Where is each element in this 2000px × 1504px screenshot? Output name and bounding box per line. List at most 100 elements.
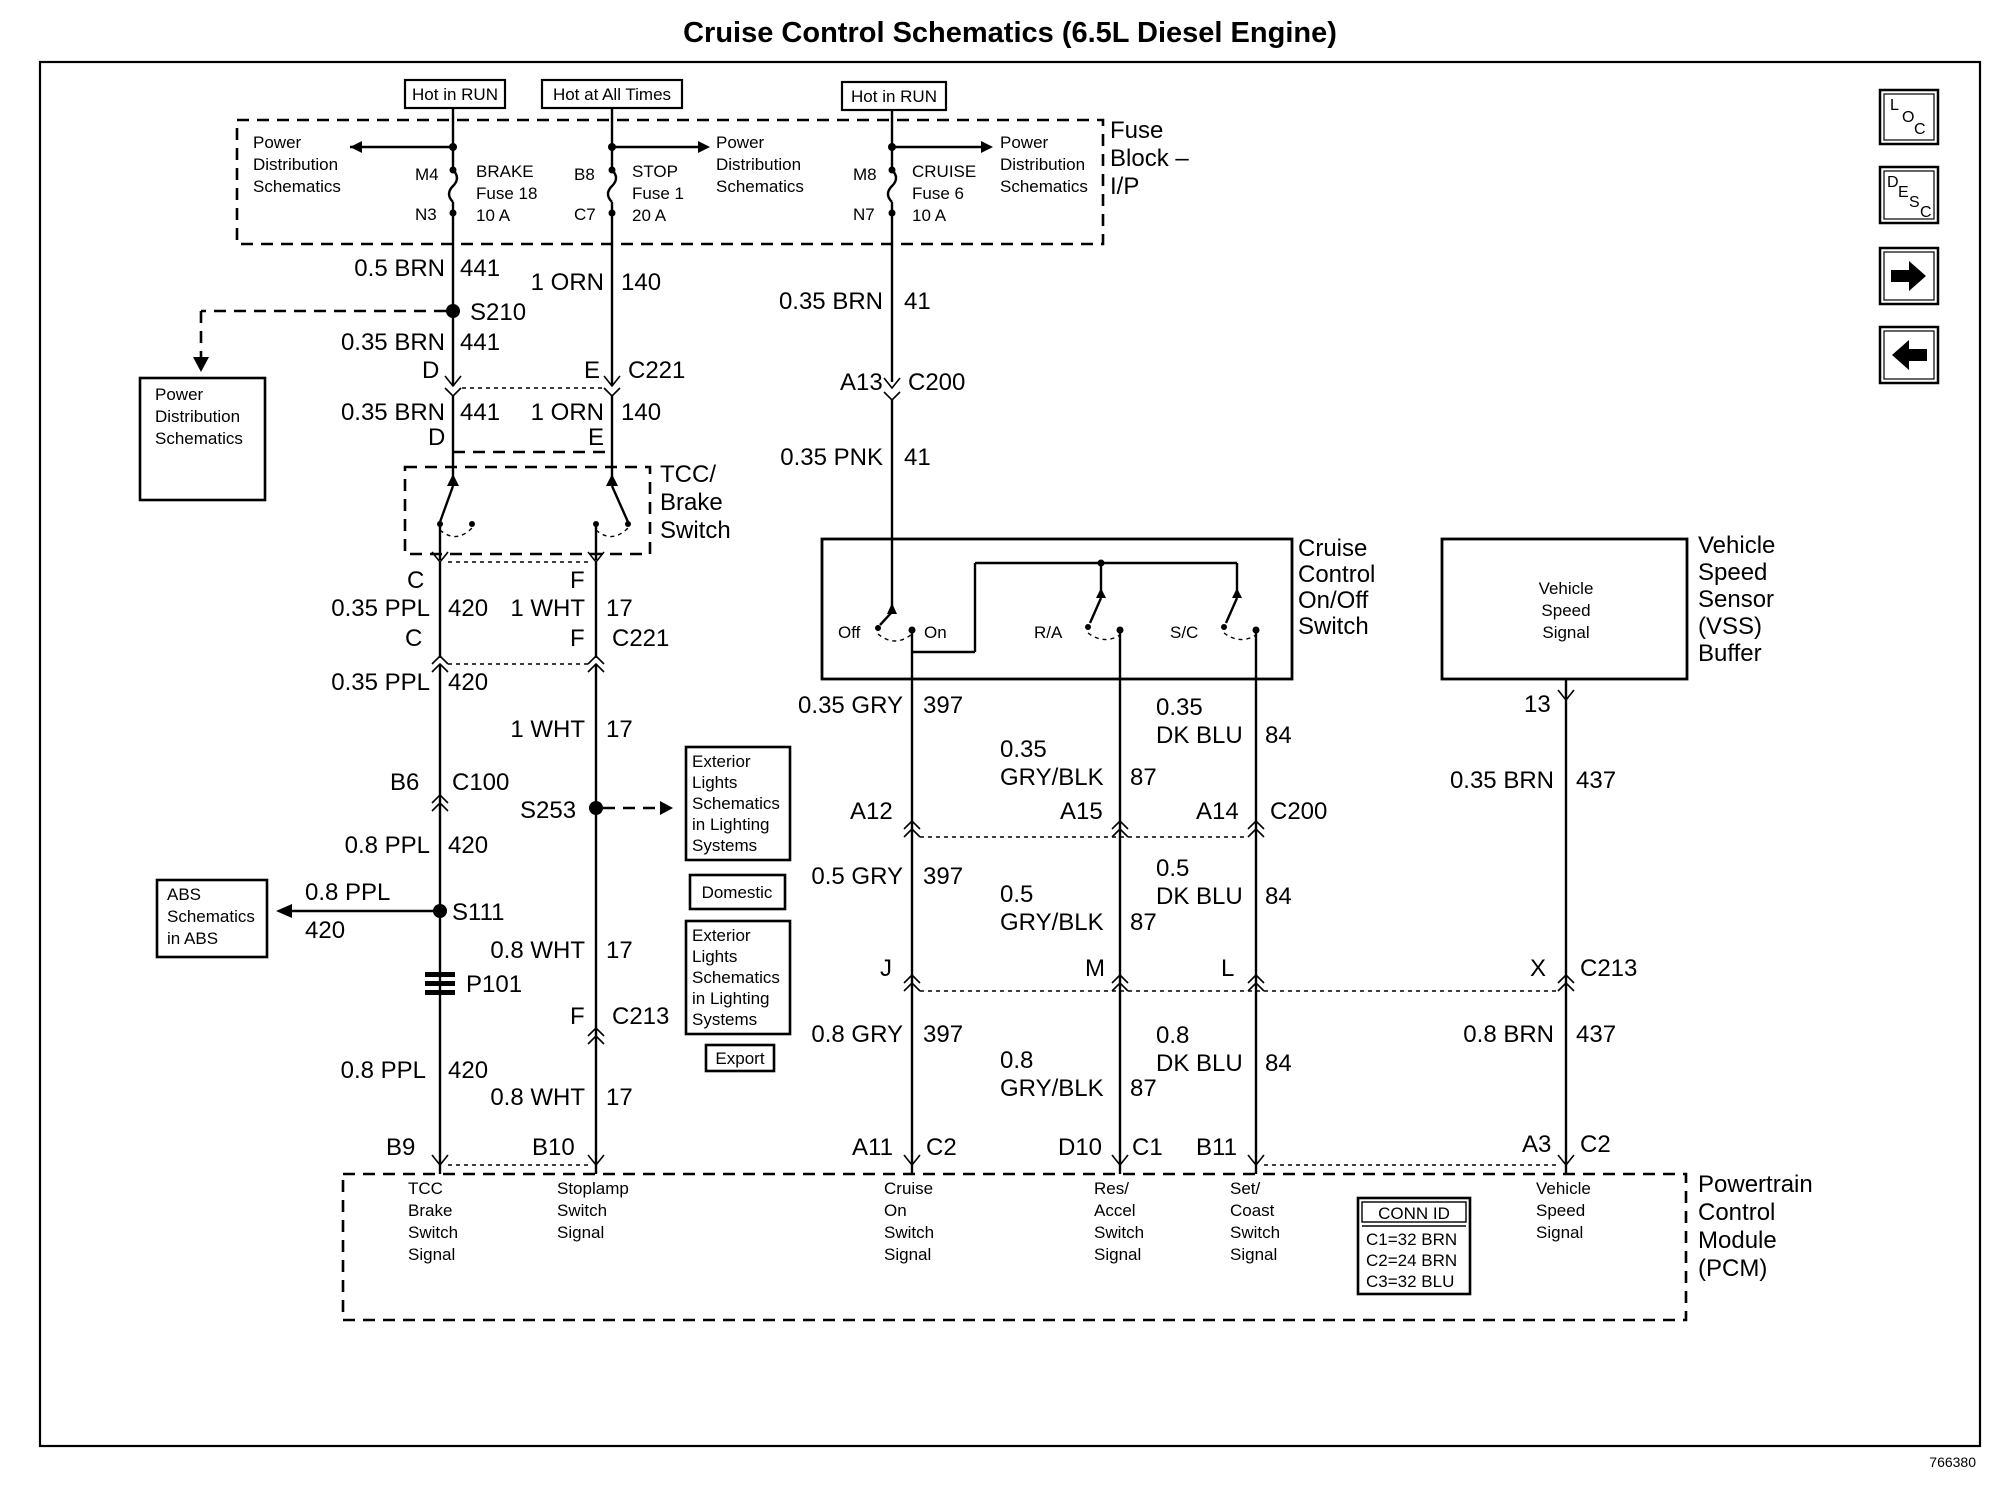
- svg-text:S: S: [1909, 194, 1920, 211]
- svg-text:Control: Control: [1698, 1199, 1775, 1226]
- svg-text:0.35: 0.35: [1156, 694, 1203, 721]
- cruise-control-switch: [820, 537, 1294, 681]
- svg-text:F: F: [570, 625, 585, 652]
- arrow-right-icon: [1891, 261, 1926, 291]
- svg-text:420: 420: [305, 917, 345, 944]
- next-page-button[interactable]: [1878, 246, 1940, 306]
- svg-text:On/Off: On/Off: [1298, 587, 1369, 614]
- svg-text:TCC: TCC: [408, 1179, 443, 1198]
- exterior-lights-export-box: Exterior Lights Schematics in Lighting S…: [684, 919, 792, 1036]
- svg-text:Off: Off: [838, 623, 861, 642]
- svg-text:Power: Power: [155, 385, 204, 404]
- svg-text:Signal: Signal: [1094, 1245, 1141, 1264]
- svg-text:P101: P101: [466, 971, 522, 998]
- svg-text:0.5 GRY: 0.5 GRY: [811, 863, 903, 890]
- pd-schematics-mid: Power Distribution Schematics: [716, 133, 804, 196]
- fuse-block-label: Fuse Block – I/P: [1110, 117, 1189, 200]
- svg-text:87: 87: [1130, 909, 1157, 936]
- svg-text:17: 17: [606, 937, 633, 964]
- svg-text:0.35: 0.35: [1000, 736, 1047, 763]
- svg-text:B11: B11: [1196, 1134, 1237, 1161]
- svg-text:N7: N7: [853, 205, 875, 224]
- svg-text:C221: C221: [612, 625, 669, 652]
- svg-text:397: 397: [923, 692, 963, 719]
- svg-text:E: E: [1898, 184, 1909, 201]
- abs-schematics-box: ABS Schematics in ABS: [155, 878, 269, 959]
- svg-text:0.35 BRN: 0.35 BRN: [341, 329, 445, 356]
- fuse-block-outline: [235, 118, 1105, 246]
- svg-text:X: X: [1530, 955, 1546, 982]
- svg-text:Distribution: Distribution: [155, 407, 240, 426]
- svg-text:DK BLU: DK BLU: [1156, 722, 1243, 749]
- svg-text:Vehicle: Vehicle: [1536, 1179, 1591, 1198]
- svg-text:Schematics: Schematics: [253, 177, 341, 196]
- svg-text:Fuse: Fuse: [1110, 117, 1163, 144]
- svg-text:17: 17: [606, 1084, 633, 1111]
- svg-text:M4: M4: [415, 165, 439, 184]
- svg-text:Block –: Block –: [1110, 145, 1189, 172]
- svg-text:B8: B8: [574, 165, 595, 184]
- svg-text:DK BLU: DK BLU: [1156, 1050, 1243, 1077]
- svg-text:ABS: ABS: [167, 885, 201, 904]
- svg-text:D: D: [1887, 174, 1899, 191]
- svg-text:Signal: Signal: [557, 1223, 604, 1242]
- svg-text:C221: C221: [628, 357, 685, 384]
- svg-text:Switch: Switch: [1298, 613, 1369, 640]
- svg-text:On: On: [924, 623, 947, 642]
- svg-text:Sensor: Sensor: [1698, 586, 1774, 613]
- svg-text:N3: N3: [415, 205, 437, 224]
- svg-text:Signal: Signal: [1230, 1245, 1277, 1264]
- svg-text:Res/: Res/: [1094, 1179, 1129, 1198]
- svg-text:Accel: Accel: [1094, 1201, 1136, 1220]
- svg-text:41: 41: [904, 444, 931, 471]
- svg-text:Coast: Coast: [1230, 1201, 1275, 1220]
- svg-text:Schematics: Schematics: [167, 907, 255, 926]
- svg-text:A14: A14: [1196, 798, 1239, 825]
- pcm-cruise-on-signal: Cruise On Switch Signal: [884, 1179, 934, 1264]
- svg-text:0.35 BRN: 0.35 BRN: [341, 399, 445, 426]
- diagram-frame: [38, 60, 1982, 1448]
- svg-text:Distribution: Distribution: [716, 155, 801, 174]
- svg-text:Speed: Speed: [1541, 601, 1590, 620]
- svg-text:BRAKE: BRAKE: [476, 162, 534, 181]
- svg-text:C100: C100: [452, 769, 509, 796]
- svg-text:0.8 PPL: 0.8 PPL: [345, 832, 430, 859]
- svg-text:C2=24 BRN: C2=24 BRN: [1366, 1251, 1457, 1270]
- svg-text:420: 420: [448, 595, 488, 622]
- svg-text:140: 140: [621, 269, 661, 296]
- svg-text:GRY/BLK: GRY/BLK: [1000, 1075, 1104, 1102]
- svg-text:0.8 WHT: 0.8 WHT: [490, 937, 585, 964]
- svg-text:Switch: Switch: [408, 1223, 458, 1242]
- prev-page-button[interactable]: [1878, 325, 1940, 385]
- tcc-brake-switch: [403, 465, 652, 556]
- svg-text:C: C: [407, 567, 424, 594]
- svg-text:Hot in RUN: Hot in RUN: [412, 85, 498, 104]
- svg-text:0.8: 0.8: [1156, 1022, 1189, 1049]
- svg-text:1 ORN: 1 ORN: [531, 269, 604, 296]
- svg-text:L: L: [1890, 97, 1899, 114]
- svg-text:437: 437: [1576, 767, 1616, 794]
- svg-text:Switch: Switch: [557, 1201, 607, 1220]
- svg-text:STOP: STOP: [632, 162, 678, 181]
- svg-text:TCC/: TCC/: [660, 461, 716, 488]
- svg-text:Lights: Lights: [692, 773, 737, 792]
- svg-text:On: On: [884, 1201, 907, 1220]
- svg-text:0.35 PNK: 0.35 PNK: [780, 444, 883, 471]
- svg-text:Speed: Speed: [1698, 559, 1767, 586]
- svg-text:87: 87: [1130, 1075, 1157, 1102]
- svg-text:0.8 PPL: 0.8 PPL: [341, 1057, 426, 1084]
- svg-text:Speed: Speed: [1536, 1201, 1585, 1220]
- svg-text:D: D: [422, 357, 439, 384]
- svg-text:84: 84: [1265, 883, 1292, 910]
- pd-schematics-box: Power Distribution Schematics: [138, 376, 267, 502]
- svg-text:S253: S253: [520, 797, 576, 824]
- svg-text:(PCM): (PCM): [1698, 1255, 1767, 1282]
- svg-text:437: 437: [1576, 1021, 1616, 1048]
- desc-button[interactable]: D E S C: [1878, 165, 1940, 225]
- splice-s111: [433, 904, 447, 918]
- loc-button[interactable]: L O C: [1878, 88, 1940, 146]
- svg-text:D: D: [428, 424, 445, 451]
- svg-text:0.8 BRN: 0.8 BRN: [1463, 1021, 1554, 1048]
- cruise-switch-label: Cruise Control On/Off Switch: [1298, 535, 1375, 640]
- hot-at-all-times-label: Hot at All Times: [540, 78, 684, 110]
